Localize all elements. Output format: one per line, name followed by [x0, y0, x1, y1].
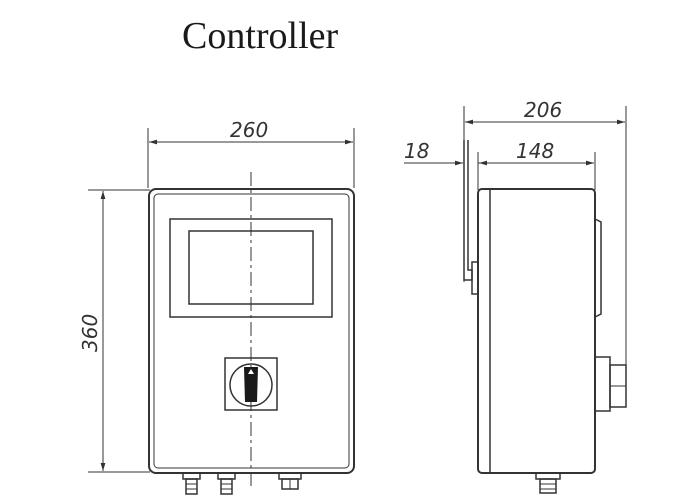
dimension-bracket: 18	[404, 139, 479, 166]
front-enclosure-inner-edge	[153, 193, 350, 469]
cable-gland-middle	[217, 472, 236, 495]
dimension-label-360: 360	[78, 314, 102, 352]
switch-arrow-icon	[248, 369, 254, 374]
display-screen	[188, 230, 314, 305]
cable-gland-left	[182, 472, 201, 495]
front-view: 260 360	[78, 118, 355, 495]
dimension-front-width: 260	[147, 118, 355, 188]
front-enclosure	[148, 188, 355, 474]
side-switch	[594, 356, 627, 412]
drawing-title: Controller	[182, 15, 339, 57]
side-view: 206 148 18	[404, 98, 627, 494]
display-frame	[169, 218, 333, 318]
dimension-side-body: 148	[477, 139, 596, 190]
rotary-switch	[224, 357, 278, 411]
switch-plate	[224, 357, 278, 411]
dimension-label-206: 206	[524, 98, 562, 122]
dimension-label-18: 18	[404, 139, 429, 163]
switch-handle	[244, 367, 258, 402]
side-enclosure	[477, 188, 596, 474]
mounting-bracket	[463, 140, 479, 295]
side-connector-bottom	[535, 472, 561, 494]
dimension-side-total: 206	[463, 98, 627, 372]
dimension-label-260: 260	[230, 118, 268, 142]
connector-bottom	[278, 472, 302, 490]
dimension-label-148: 148	[516, 139, 554, 163]
dimension-front-height: 360	[78, 189, 150, 473]
side-display-protrusion	[594, 218, 602, 318]
switch-knob	[229, 363, 273, 407]
